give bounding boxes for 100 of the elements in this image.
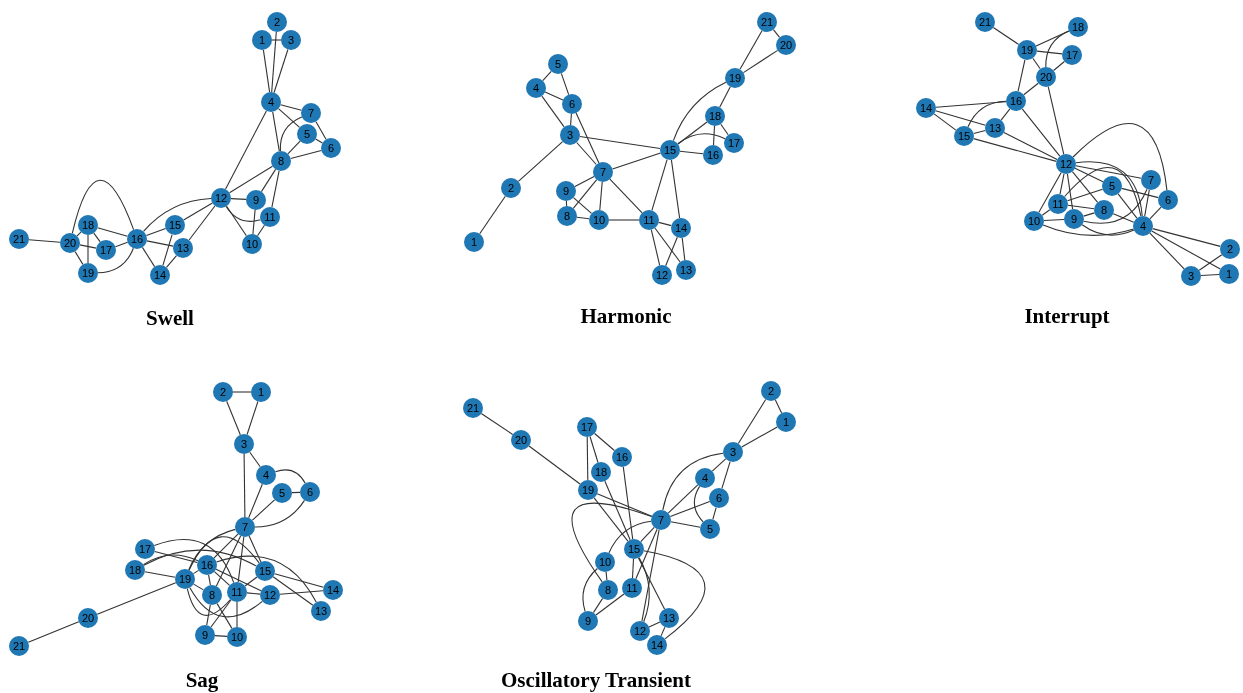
graph-node: 1 [252,30,272,50]
edge-line [648,621,661,628]
edge-line [273,48,289,94]
edge-line [246,592,261,595]
graph-node: 20 [1036,67,1056,87]
edge-line [1041,209,1051,216]
edge-line [574,176,595,187]
graph-node: 13 [173,238,193,258]
graph-node: 4 [526,78,546,98]
graph-node: 6 [321,138,341,158]
edge-line [570,113,572,126]
graph-node: 16 [1006,91,1026,111]
graph-node: 10 [227,627,247,647]
edge-line [142,197,212,232]
edge-line [721,461,731,489]
edge-line [741,426,778,448]
edge-line [280,104,302,111]
edge-line [592,597,604,614]
graph-node: 19 [725,68,745,88]
edge-line [237,536,245,583]
edge-line [650,229,661,266]
graph-node: 2 [761,381,781,401]
edge-line [256,224,266,237]
edge-line [1074,167,1104,183]
graph-node: 15 [954,126,974,146]
graph-node: 20 [78,608,98,628]
graph-node: 11 [1048,194,1068,214]
graph-node: 21 [9,636,29,656]
graph-node: 7 [235,517,255,537]
edge-line [1149,206,1162,220]
edge-line [737,398,767,445]
edge-line [154,550,198,564]
graph-node: 16 [612,447,632,467]
edge-line [1038,172,1062,213]
edge-line [712,125,716,146]
graph-node: 3 [1181,266,1201,286]
edge-line [146,240,174,247]
edge-line [74,251,84,265]
graph-node: 17 [96,240,116,260]
edge-line [213,533,239,559]
edge-line [609,178,643,214]
edge-line [1112,213,1135,223]
edge-line [595,593,625,616]
graph-node: 17 [135,539,155,559]
edge-line [1081,224,1135,236]
edge-line [271,39,282,41]
graph-node: 3 [560,125,580,145]
edge-line [215,555,317,603]
edge-line [254,499,306,528]
edge-line [216,603,233,629]
edge-line [260,168,277,193]
graph-node: 6 [300,482,320,502]
edge-line [665,236,678,267]
edge-line [183,202,213,221]
graph-node: 9 [195,625,215,645]
edge-line [206,604,211,626]
edge-line [271,31,277,93]
edge-line [251,499,276,521]
graph-node: 8 [598,580,618,600]
edge-line [232,391,252,393]
edge-line [287,140,301,155]
graph-caption: Oscillatory Transient [501,669,691,691]
edge-line [192,569,200,575]
edge-line [165,255,178,268]
edge-line [279,116,303,152]
edge-line [593,497,629,542]
edge-line [143,549,257,567]
edge-line [542,70,552,82]
graph-node: 13 [659,608,679,628]
edge-line [1045,30,1070,68]
edge-line [681,237,686,261]
edge-line [679,150,704,155]
edge-line [153,539,235,584]
edge-line [214,635,228,637]
edge-line [640,526,655,543]
graph-node: 6 [709,488,729,508]
graph-node: 7 [301,103,321,123]
edge-line [274,573,324,588]
graph-node: 21 [757,12,777,32]
edge-line [1083,188,1148,224]
edge-line [97,247,134,274]
edge-line [28,239,61,243]
edge-line [589,435,599,464]
edge-line [1047,86,1065,155]
graph-node: 14 [671,218,691,238]
edge-line [225,205,261,222]
edge-line [87,234,89,264]
graph-node: 9 [1064,209,1084,229]
edge-line [290,149,322,160]
edge-line [992,26,1020,46]
graph-node: 14 [916,98,936,118]
edge-line [249,451,261,468]
graph-node: 20 [60,233,80,253]
edge-line [246,400,259,436]
graph-node: 3 [234,434,254,454]
graph-node: 15 [255,561,275,581]
graph-node: 16 [703,145,723,165]
edge-line [575,112,600,164]
edge-line [262,49,271,93]
graph-node: 17 [724,133,744,153]
